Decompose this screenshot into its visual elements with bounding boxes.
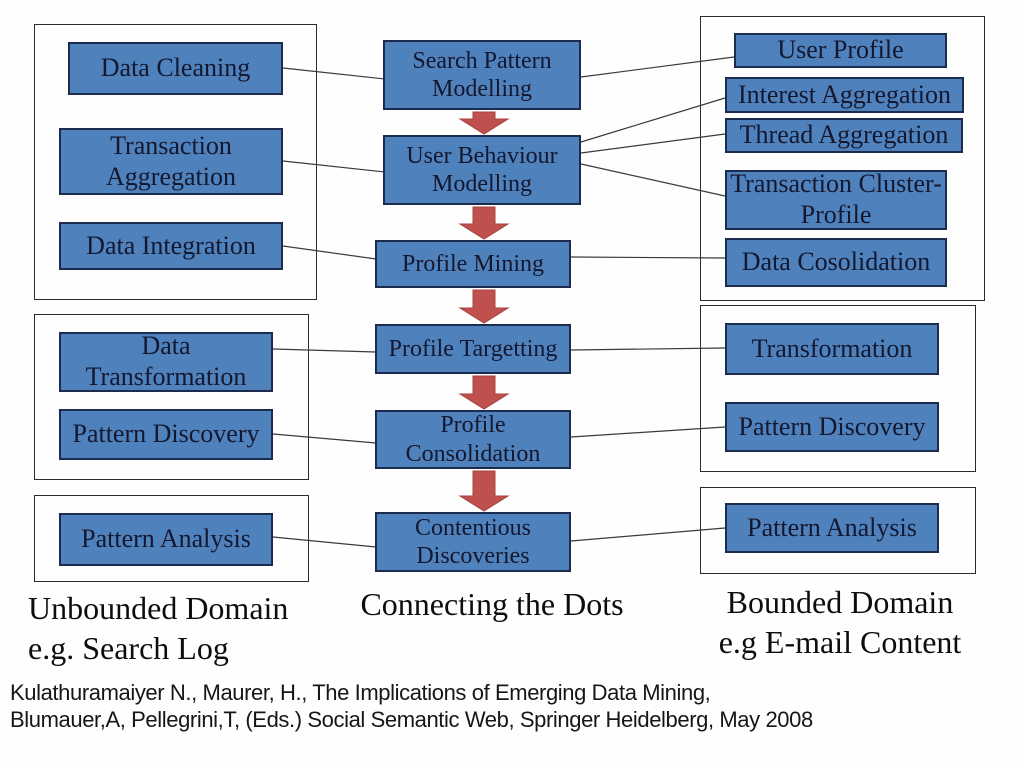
node-thread-aggregation: Thread Aggregation: [725, 118, 963, 153]
flow-arrow-down: [458, 206, 510, 240]
citation-line2: Blumauer,A, Pellegrini,T, (Eds.) Social …: [10, 707, 813, 732]
caption-bounded-line2: e.g E-mail Content: [718, 624, 962, 660]
node-transaction-cluster-profile: Transaction Cluster-Profile: [725, 169, 947, 230]
flow-arrow-down: [458, 111, 510, 135]
caption-unbounded-domain: Unbounded Domain e.g. Search Log: [28, 588, 328, 668]
node-search-pattern-modelling: Search Pattern Modelling: [383, 40, 581, 110]
node-data-transformation: Data Transformation: [59, 331, 273, 392]
node-pattern-analysis-right: Pattern Analysis: [725, 503, 939, 553]
node-interest-aggregation: Interest Aggregation: [725, 77, 964, 113]
node-pattern-discovery-left: Pattern Discovery: [59, 409, 273, 460]
citation-text: Kulathuramaiyer N., Maurer, H., The Impl…: [10, 679, 1010, 733]
caption-unbounded-line1: Unbounded Domain: [28, 590, 289, 626]
node-data-cosolidation: Data Cosolidation: [725, 238, 947, 287]
node-profile-consolidation: Profile Consolidation: [375, 410, 571, 469]
flow-arrow-down: [458, 375, 510, 410]
caption-bounded-line1: Bounded Domain: [726, 584, 954, 620]
node-pattern-analysis-left: Pattern Analysis: [59, 513, 273, 566]
citation-line1: Kulathuramaiyer N., Maurer, H., The Impl…: [10, 680, 711, 705]
node-user-profile: User Profile: [734, 33, 947, 68]
node-data-cleaning: Data Cleaning: [68, 42, 283, 95]
node-profile-targetting: Profile Targetting: [375, 324, 571, 374]
caption-connecting-the-dots: Connecting the Dots: [360, 586, 624, 622]
node-transaction-aggregation: Transaction Aggregation: [59, 128, 283, 195]
node-contentious-discoveries: Contentious Discoveries: [375, 512, 571, 572]
unbounded-domain-group-2: [34, 314, 309, 480]
flow-arrow-down: [458, 470, 510, 512]
bounded-domain-group-1: [700, 16, 985, 301]
node-pattern-discovery-right: Pattern Discovery: [725, 402, 939, 452]
caption-bounded-domain: Bounded Domain e.g E-mail Content: [702, 582, 978, 662]
node-profile-mining: Profile Mining: [375, 240, 571, 288]
node-data-integration: Data Integration: [59, 222, 283, 270]
caption-unbounded-line2: e.g. Search Log: [28, 630, 229, 666]
bounded-domain-group-2: [700, 305, 976, 472]
node-transformation: Transformation: [725, 323, 939, 375]
node-user-behaviour-modelling: User Behaviour Modelling: [383, 135, 581, 205]
flow-arrow-down: [458, 289, 510, 324]
